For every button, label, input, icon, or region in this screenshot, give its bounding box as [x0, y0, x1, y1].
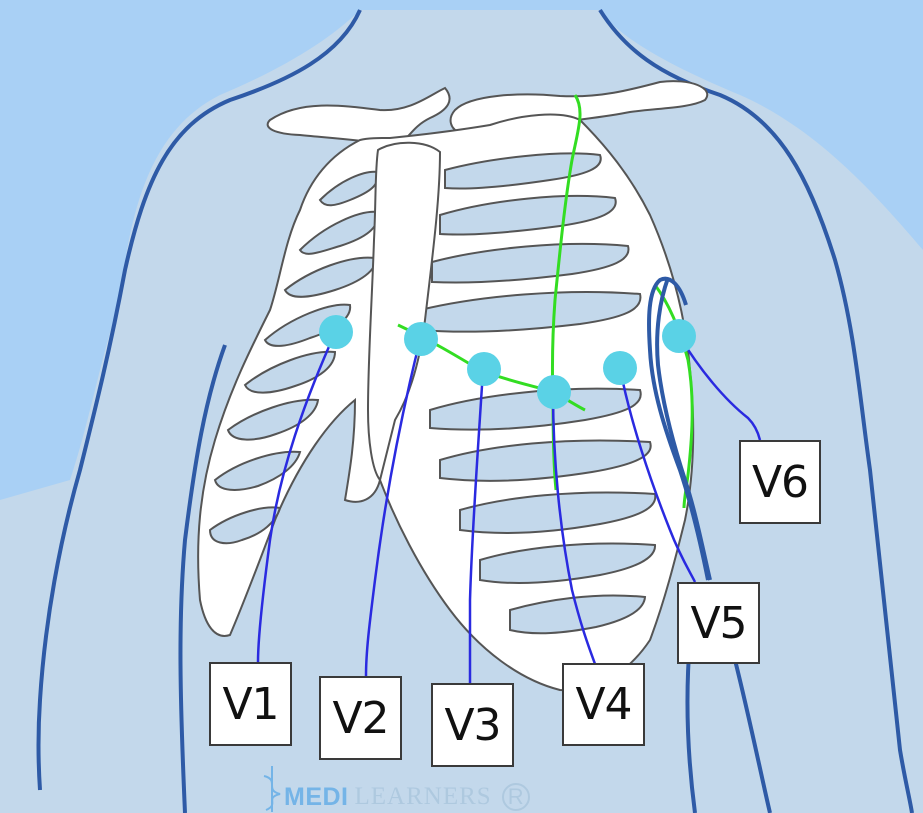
- watermark-brand: MEDI: [284, 783, 349, 812]
- registered-mark-icon: R: [502, 783, 530, 811]
- lead-label-v2: V2: [319, 676, 402, 760]
- electrode-v2: [404, 322, 438, 356]
- electrode-v6: [662, 319, 696, 353]
- electrode-v5: [603, 351, 637, 385]
- lead-label-v6: V6: [739, 440, 821, 524]
- electrode-v4: [537, 375, 571, 409]
- lead-label-v4: V4: [562, 663, 645, 746]
- lead-label-v1: V1: [209, 662, 292, 746]
- lead-label-v3: V3: [431, 683, 514, 767]
- lead-label-v5: V5: [677, 582, 760, 664]
- electrode-v1: [319, 315, 353, 349]
- watermark-brand-rest: LEARNERS: [355, 783, 492, 811]
- electrode-v3: [467, 352, 501, 386]
